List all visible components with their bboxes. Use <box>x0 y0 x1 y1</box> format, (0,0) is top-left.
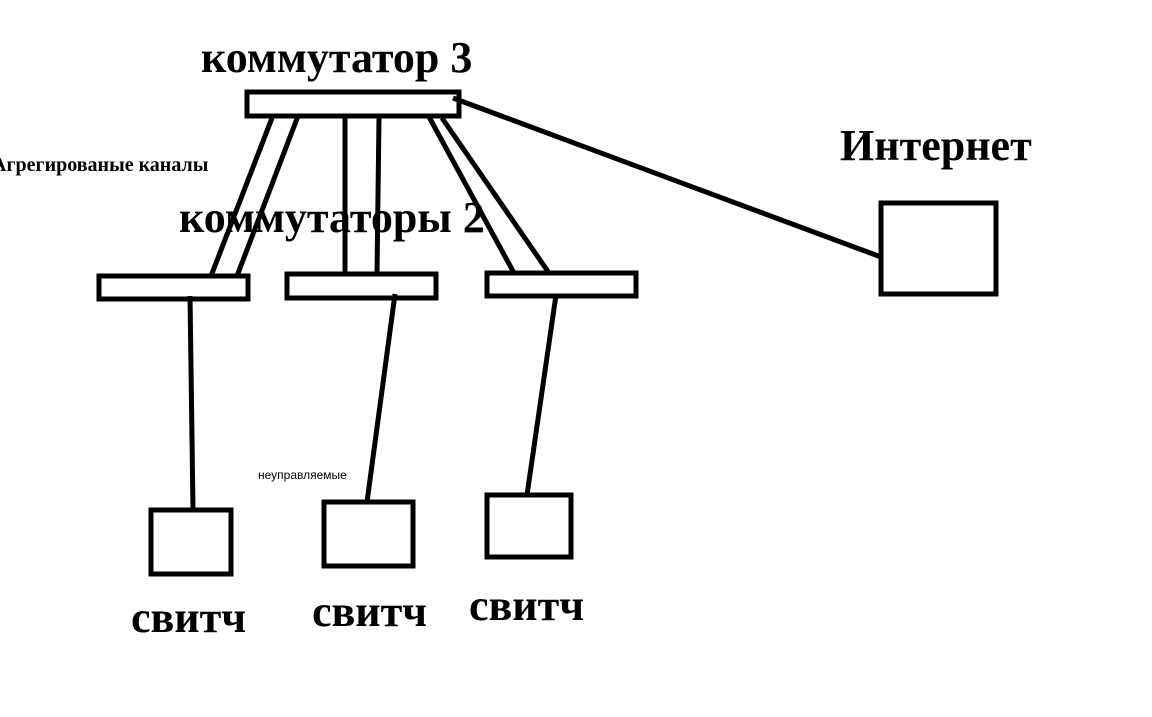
access-switch-3-label: свитч <box>469 581 585 630</box>
access-switch-3 <box>484 492 574 560</box>
access-switch-2-label: свитч <box>312 587 428 636</box>
aggregated-link-1a <box>208 117 275 277</box>
unmanaged-label: неуправляемые <box>258 468 347 482</box>
distribution-switch-3 <box>484 270 639 299</box>
internet-box <box>878 200 999 297</box>
internet-label: Интернет <box>840 121 1032 170</box>
access-link-1 <box>187 295 196 511</box>
access-link-3 <box>524 294 559 496</box>
access-switch-1 <box>148 507 234 577</box>
aggregated-link-2b <box>374 117 382 275</box>
access-link-2 <box>364 293 398 503</box>
aggregated-link-3a <box>425 113 517 275</box>
access-switch-1-label: свитч <box>131 593 247 642</box>
aggregated-link-1b <box>234 115 301 277</box>
distribution-switches-label: коммутаторы 2 <box>179 193 485 242</box>
distribution-switch-2 <box>284 271 439 301</box>
internet-link <box>452 95 882 260</box>
aggregated-link-3b <box>439 116 552 275</box>
aggregated-links-label: Агрегированые каналы <box>0 154 209 176</box>
core-switch-box <box>244 89 462 119</box>
distribution-switch-1 <box>96 273 251 302</box>
access-switch-2 <box>321 499 416 569</box>
core-switch-label: коммутатор 3 <box>201 33 473 82</box>
